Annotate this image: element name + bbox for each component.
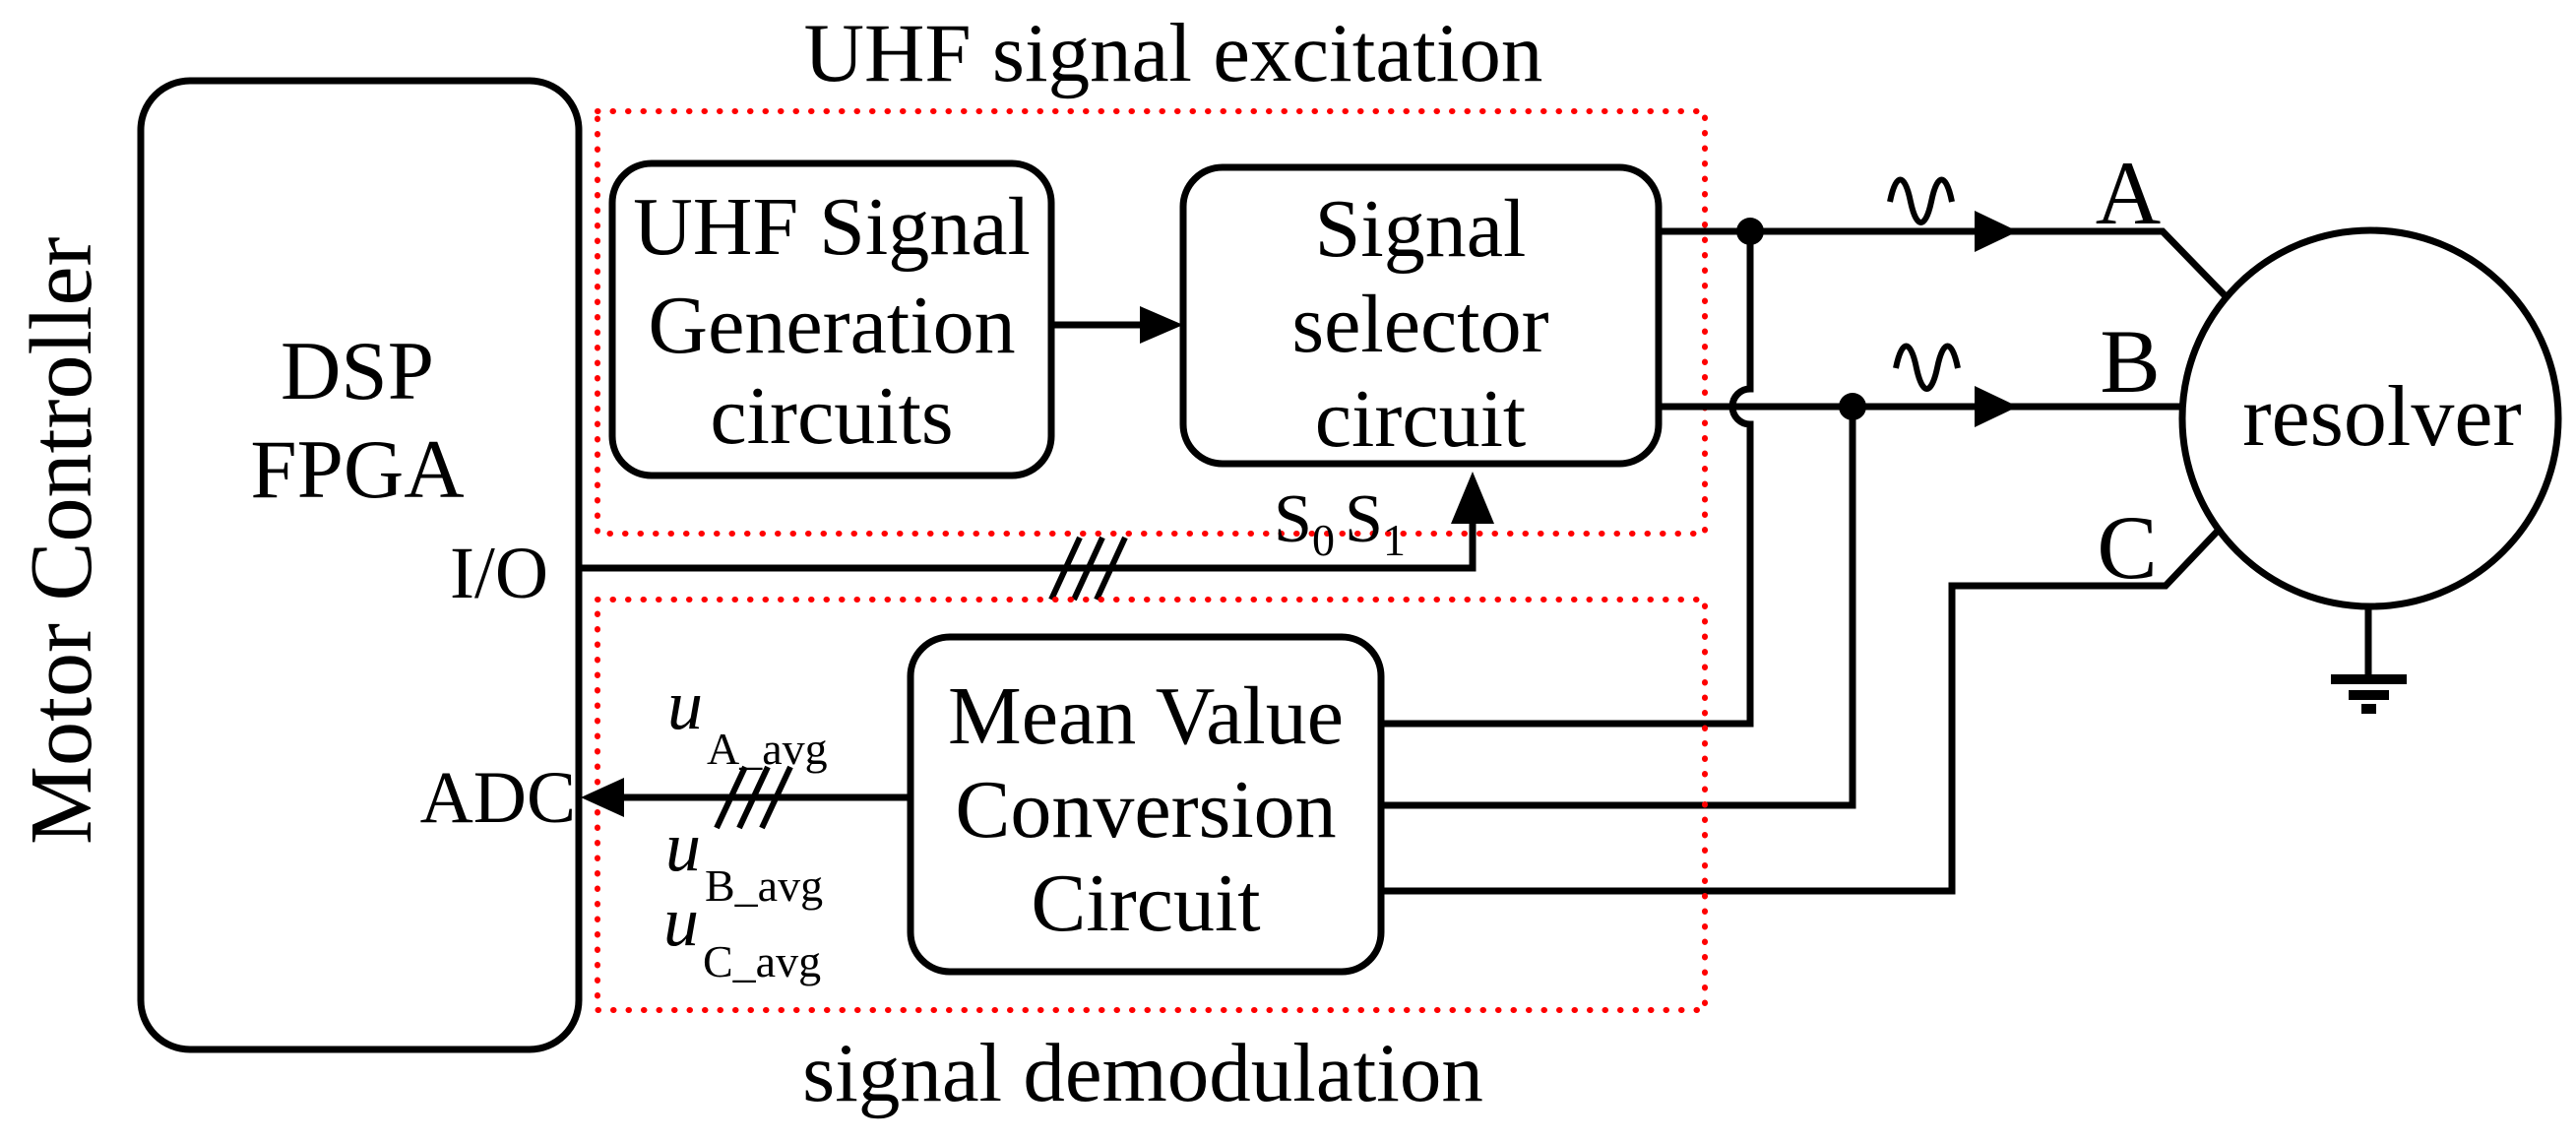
mean-value-conversion-box	[907, 633, 1385, 976]
feedback-a-wire	[1381, 231, 1754, 728]
uhf-generation-line1: UHF Signal	[633, 181, 1031, 273]
select-signal-s0-label: S0	[1274, 481, 1335, 565]
uhf-generation-box	[608, 159, 1055, 479]
u-b-avg-label: uB_avg	[665, 807, 823, 911]
feedback-c-wire	[1381, 524, 2225, 895]
phase-a-wire	[1659, 227, 2230, 301]
motor-controller-label: Motor Controller	[13, 237, 110, 845]
signal-demodulation-title: signal demodulation	[802, 1027, 1483, 1119]
terminal-b-label: B	[2100, 311, 2160, 412]
phase-a-arrowhead-icon	[1975, 211, 2018, 252]
adc-bus-slashes-icon	[714, 765, 793, 830]
u-a-avg-label: uA_avg	[667, 666, 828, 774]
mean-value-line3: Circuit	[1031, 857, 1260, 949]
feedback-b-wire	[1381, 407, 1856, 809]
terminal-c-label: C	[2097, 497, 2157, 598]
terminal-a-label: A	[2096, 143, 2161, 243]
gen-to-selector-arrowhead-icon	[1140, 306, 1183, 344]
mean-value-line1: Mean Value	[948, 670, 1344, 762]
uhf-generation-line2: Generation	[648, 280, 1015, 371]
signal-selector-line2: selector	[1291, 279, 1548, 370]
signal-demodulation-dotted-box	[595, 597, 1708, 1013]
adc-port-label: ADC	[420, 757, 576, 839]
signal-selector-box	[1179, 163, 1663, 468]
fpga-label: FPGA	[250, 423, 464, 516]
io-bus-slashes-icon	[1048, 536, 1128, 602]
phase-b-arrowhead-icon	[1975, 386, 2018, 427]
dsp-label: DSP	[281, 325, 434, 417]
uhf-excitation-title: UHF signal excitation	[804, 7, 1543, 99]
adc-arrowhead-icon	[581, 778, 624, 817]
uhf-generation-line3: circuits	[710, 370, 953, 462]
signal-selector-line1: Signal	[1315, 183, 1527, 275]
io-port-label: I/O	[450, 533, 548, 614]
select-signal-s1-label: S1	[1345, 481, 1406, 565]
u-c-avg-label: uC_avg	[663, 882, 821, 986]
mean-value-line2: Conversion	[955, 764, 1336, 856]
signal-selector-line3: circuit	[1315, 373, 1527, 465]
ground-icon	[2331, 606, 2407, 714]
io-control-arrowhead-icon	[1451, 472, 1494, 524]
resolver-label: resolver	[2242, 369, 2521, 465]
